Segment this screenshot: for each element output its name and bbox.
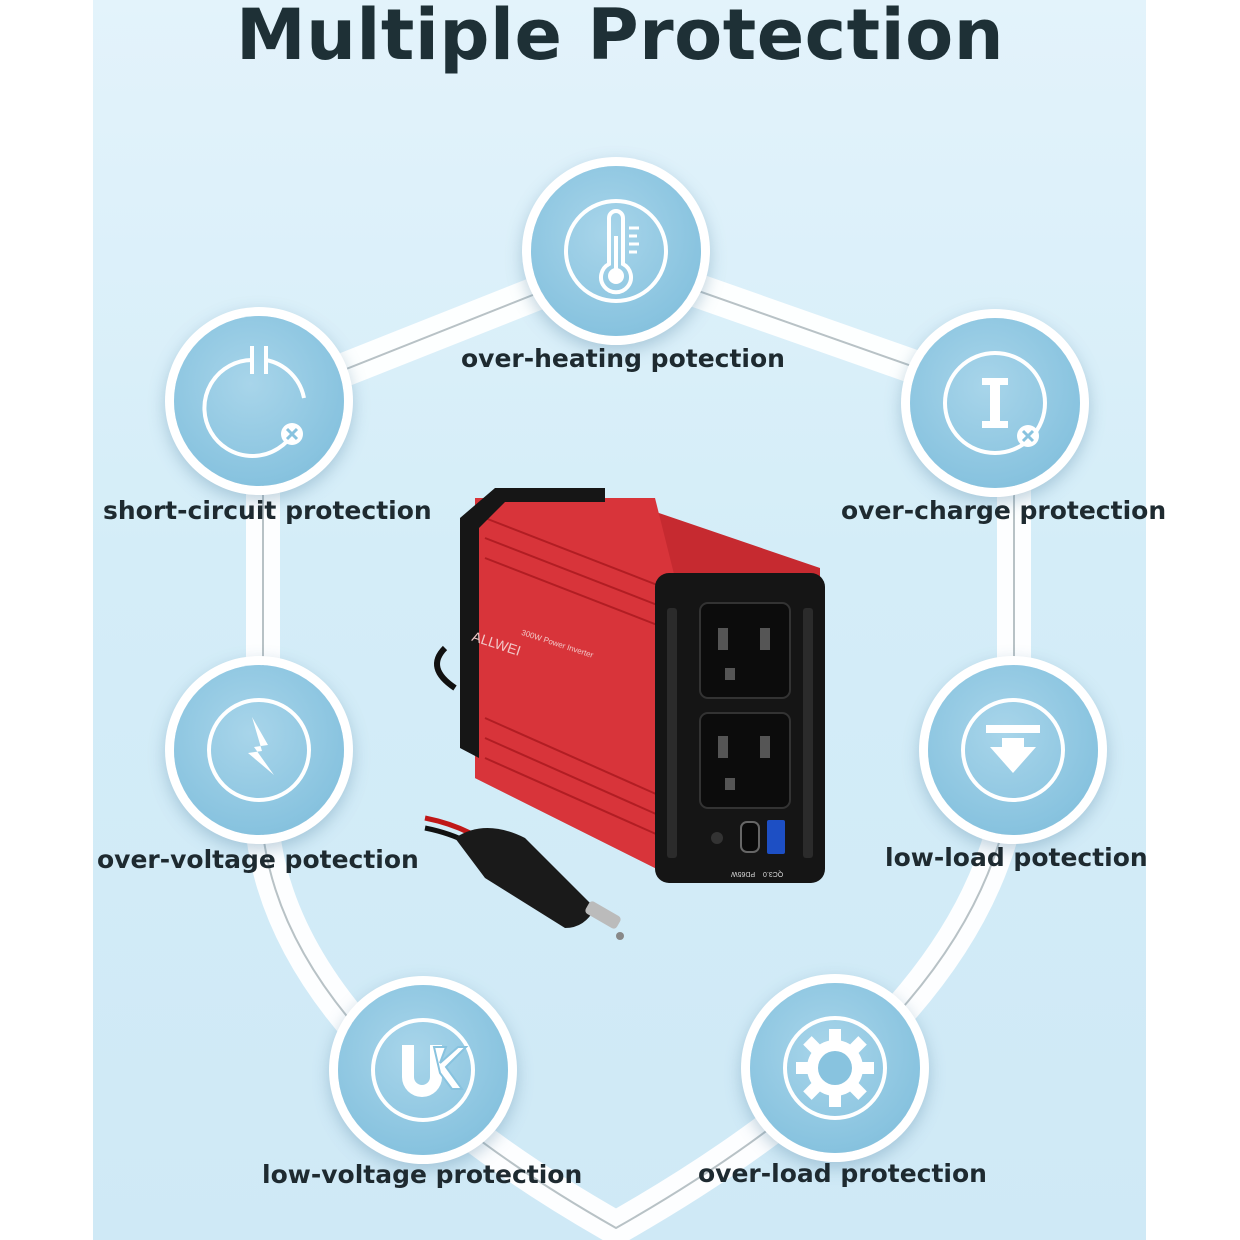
short-circuit-node	[174, 316, 344, 486]
low-voltage-icon	[371, 1018, 475, 1122]
thermometer-icon	[564, 199, 668, 303]
lightning-icon	[207, 698, 311, 802]
gear-icon	[783, 1016, 887, 1120]
low-load-node	[928, 665, 1098, 835]
low-voltage-node	[338, 985, 508, 1155]
over-load-node	[750, 983, 920, 1153]
over-voltage-node	[174, 665, 344, 835]
over-charge-icon	[943, 351, 1047, 455]
power-inverter: ALLWEI 300W Power Inverter PD65W QC3.0	[415, 478, 835, 972]
page-title: Multiple Protection	[235, 0, 1005, 76]
down-arrow-icon	[961, 698, 1065, 802]
port-qc-label: QC3.0	[763, 870, 784, 877]
label-over-voltage: over-voltage potection	[97, 845, 419, 874]
label-short-circuit: short-circuit protection	[103, 496, 432, 525]
over-heating-node	[531, 166, 701, 336]
short-circuit-icon	[202, 346, 306, 458]
label-over-charge: over-charge protection	[841, 496, 1167, 525]
label-low-voltage: low-voltage protection	[262, 1160, 583, 1189]
port-pd-label: PD65W	[731, 870, 756, 877]
label-over-load: over-load protection	[698, 1159, 987, 1188]
label-low-load: low-load potection	[885, 843, 1148, 872]
label-over-heating: over-heating potection	[461, 344, 785, 373]
over-charge-node	[910, 318, 1080, 488]
